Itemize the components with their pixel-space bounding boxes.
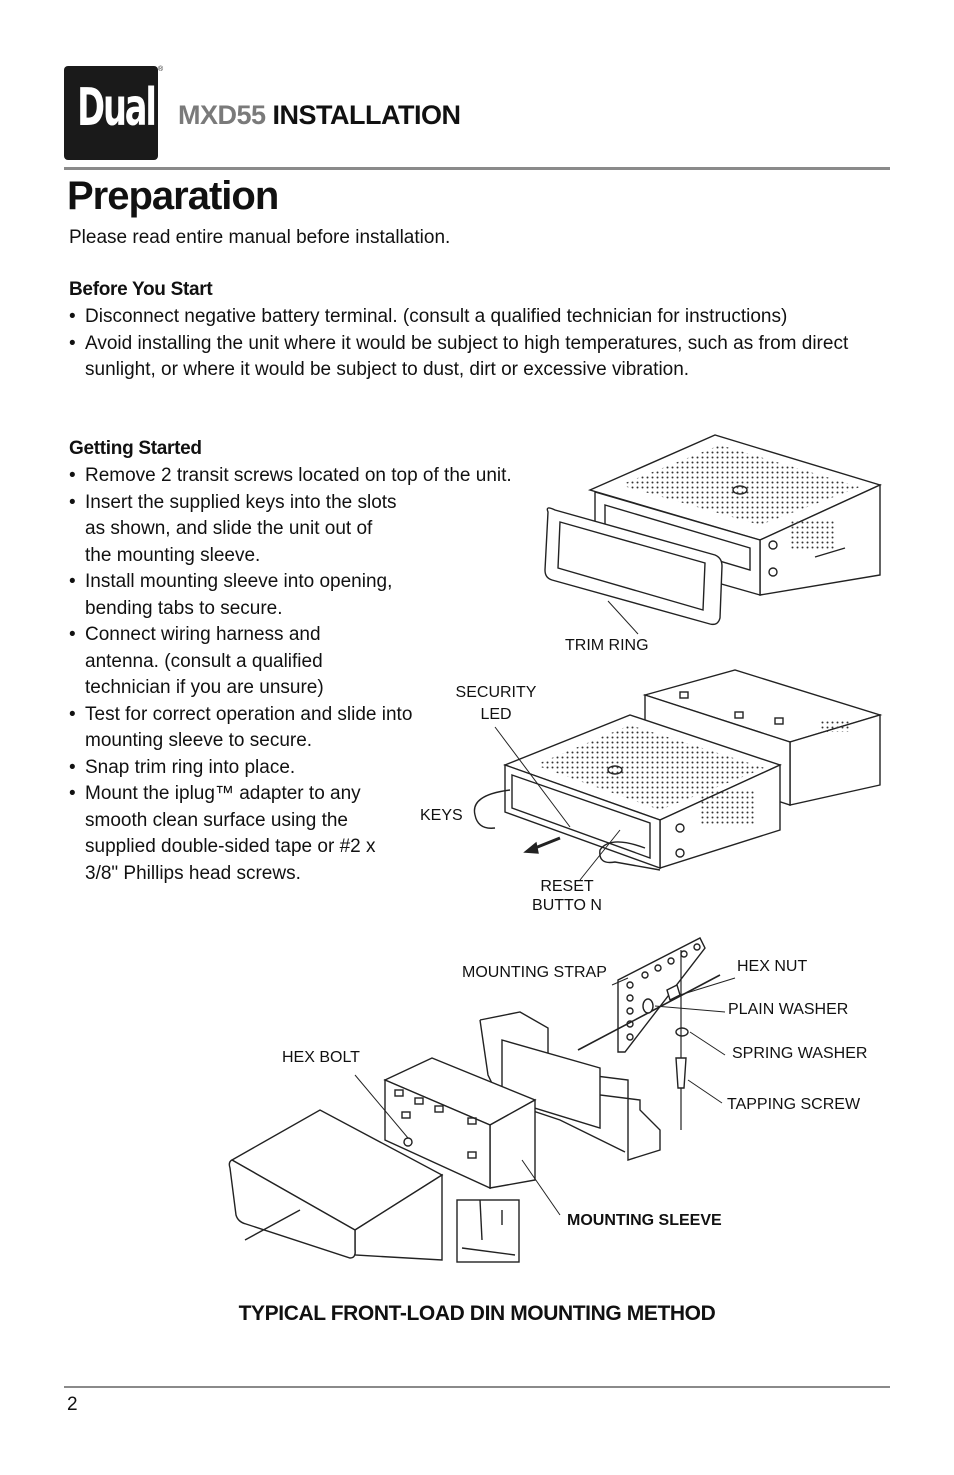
page-title: Preparation xyxy=(67,174,279,218)
list-item: Snap trim ring into place. xyxy=(69,755,385,782)
label-hex-bolt: HEX BOLT xyxy=(282,1049,360,1066)
getting-started-heading: Getting Started xyxy=(69,438,202,459)
footer-divider xyxy=(64,1386,890,1388)
label-reset: RESET xyxy=(540,878,594,895)
label-mounting-strap: MOUNTING STRAP xyxy=(462,964,607,981)
logo-text: Dual xyxy=(77,78,157,138)
intro-text: Please read entire manual before install… xyxy=(69,227,451,248)
label-plain-washer: PLAIN WASHER xyxy=(728,1001,849,1018)
list-item: Remove 2 transit screws located on top o… xyxy=(69,463,575,490)
list-item: Test for correct operation and slide int… xyxy=(69,702,420,755)
getting-started-list: Remove 2 transit screws located on top o… xyxy=(69,463,575,887)
registered-mark: ® xyxy=(158,66,164,73)
label-hex-nut: HEX NUT xyxy=(737,958,808,975)
label-keys: KEYS xyxy=(420,807,463,824)
label-security: SECURITY xyxy=(455,684,537,701)
unit-removal-figure xyxy=(473,669,883,881)
before-you-start-list: Disconnect negative battery terminal. (c… xyxy=(69,304,889,384)
list-item: Avoid installing the unit where it would… xyxy=(69,331,885,384)
list-item: Install mounting sleeve into opening, be… xyxy=(69,569,403,622)
before-you-start-heading: Before You Start xyxy=(69,279,213,300)
page-number: 2 xyxy=(67,1394,78,1415)
list-item: Insert the supplied keys into the slots … xyxy=(69,490,403,570)
list-item: Mount the iplug™ adapter to any smooth c… xyxy=(69,781,383,887)
head-unit-trim-ring-figure xyxy=(544,434,882,635)
header-divider xyxy=(64,167,890,170)
label-mounting-sleeve: MOUNTING SLEEVE xyxy=(567,1212,722,1229)
figure-caption: TYPICAL FRONT-LOAD DIN MOUNTING METHOD xyxy=(238,1302,716,1325)
section-name: INSTALLATION xyxy=(272,100,461,130)
label-tapping-screw: TAPPING SCREW xyxy=(727,1096,861,1113)
label-spring-washer: SPRING WASHER xyxy=(732,1045,868,1062)
list-item: Disconnect negative battery terminal. (c… xyxy=(69,304,889,331)
din-mounting-figure xyxy=(228,937,736,1263)
header-title: MXD55 INSTALLATION xyxy=(178,100,461,131)
label-button: BUTTO N xyxy=(532,897,602,914)
label-led: LED xyxy=(480,706,512,723)
label-trim-ring: TRIM RING xyxy=(565,637,649,654)
list-item: Connect wiring harness and antenna. (con… xyxy=(69,622,375,702)
dual-logo: Dual xyxy=(64,66,158,160)
model-name: MXD55 xyxy=(178,100,266,130)
